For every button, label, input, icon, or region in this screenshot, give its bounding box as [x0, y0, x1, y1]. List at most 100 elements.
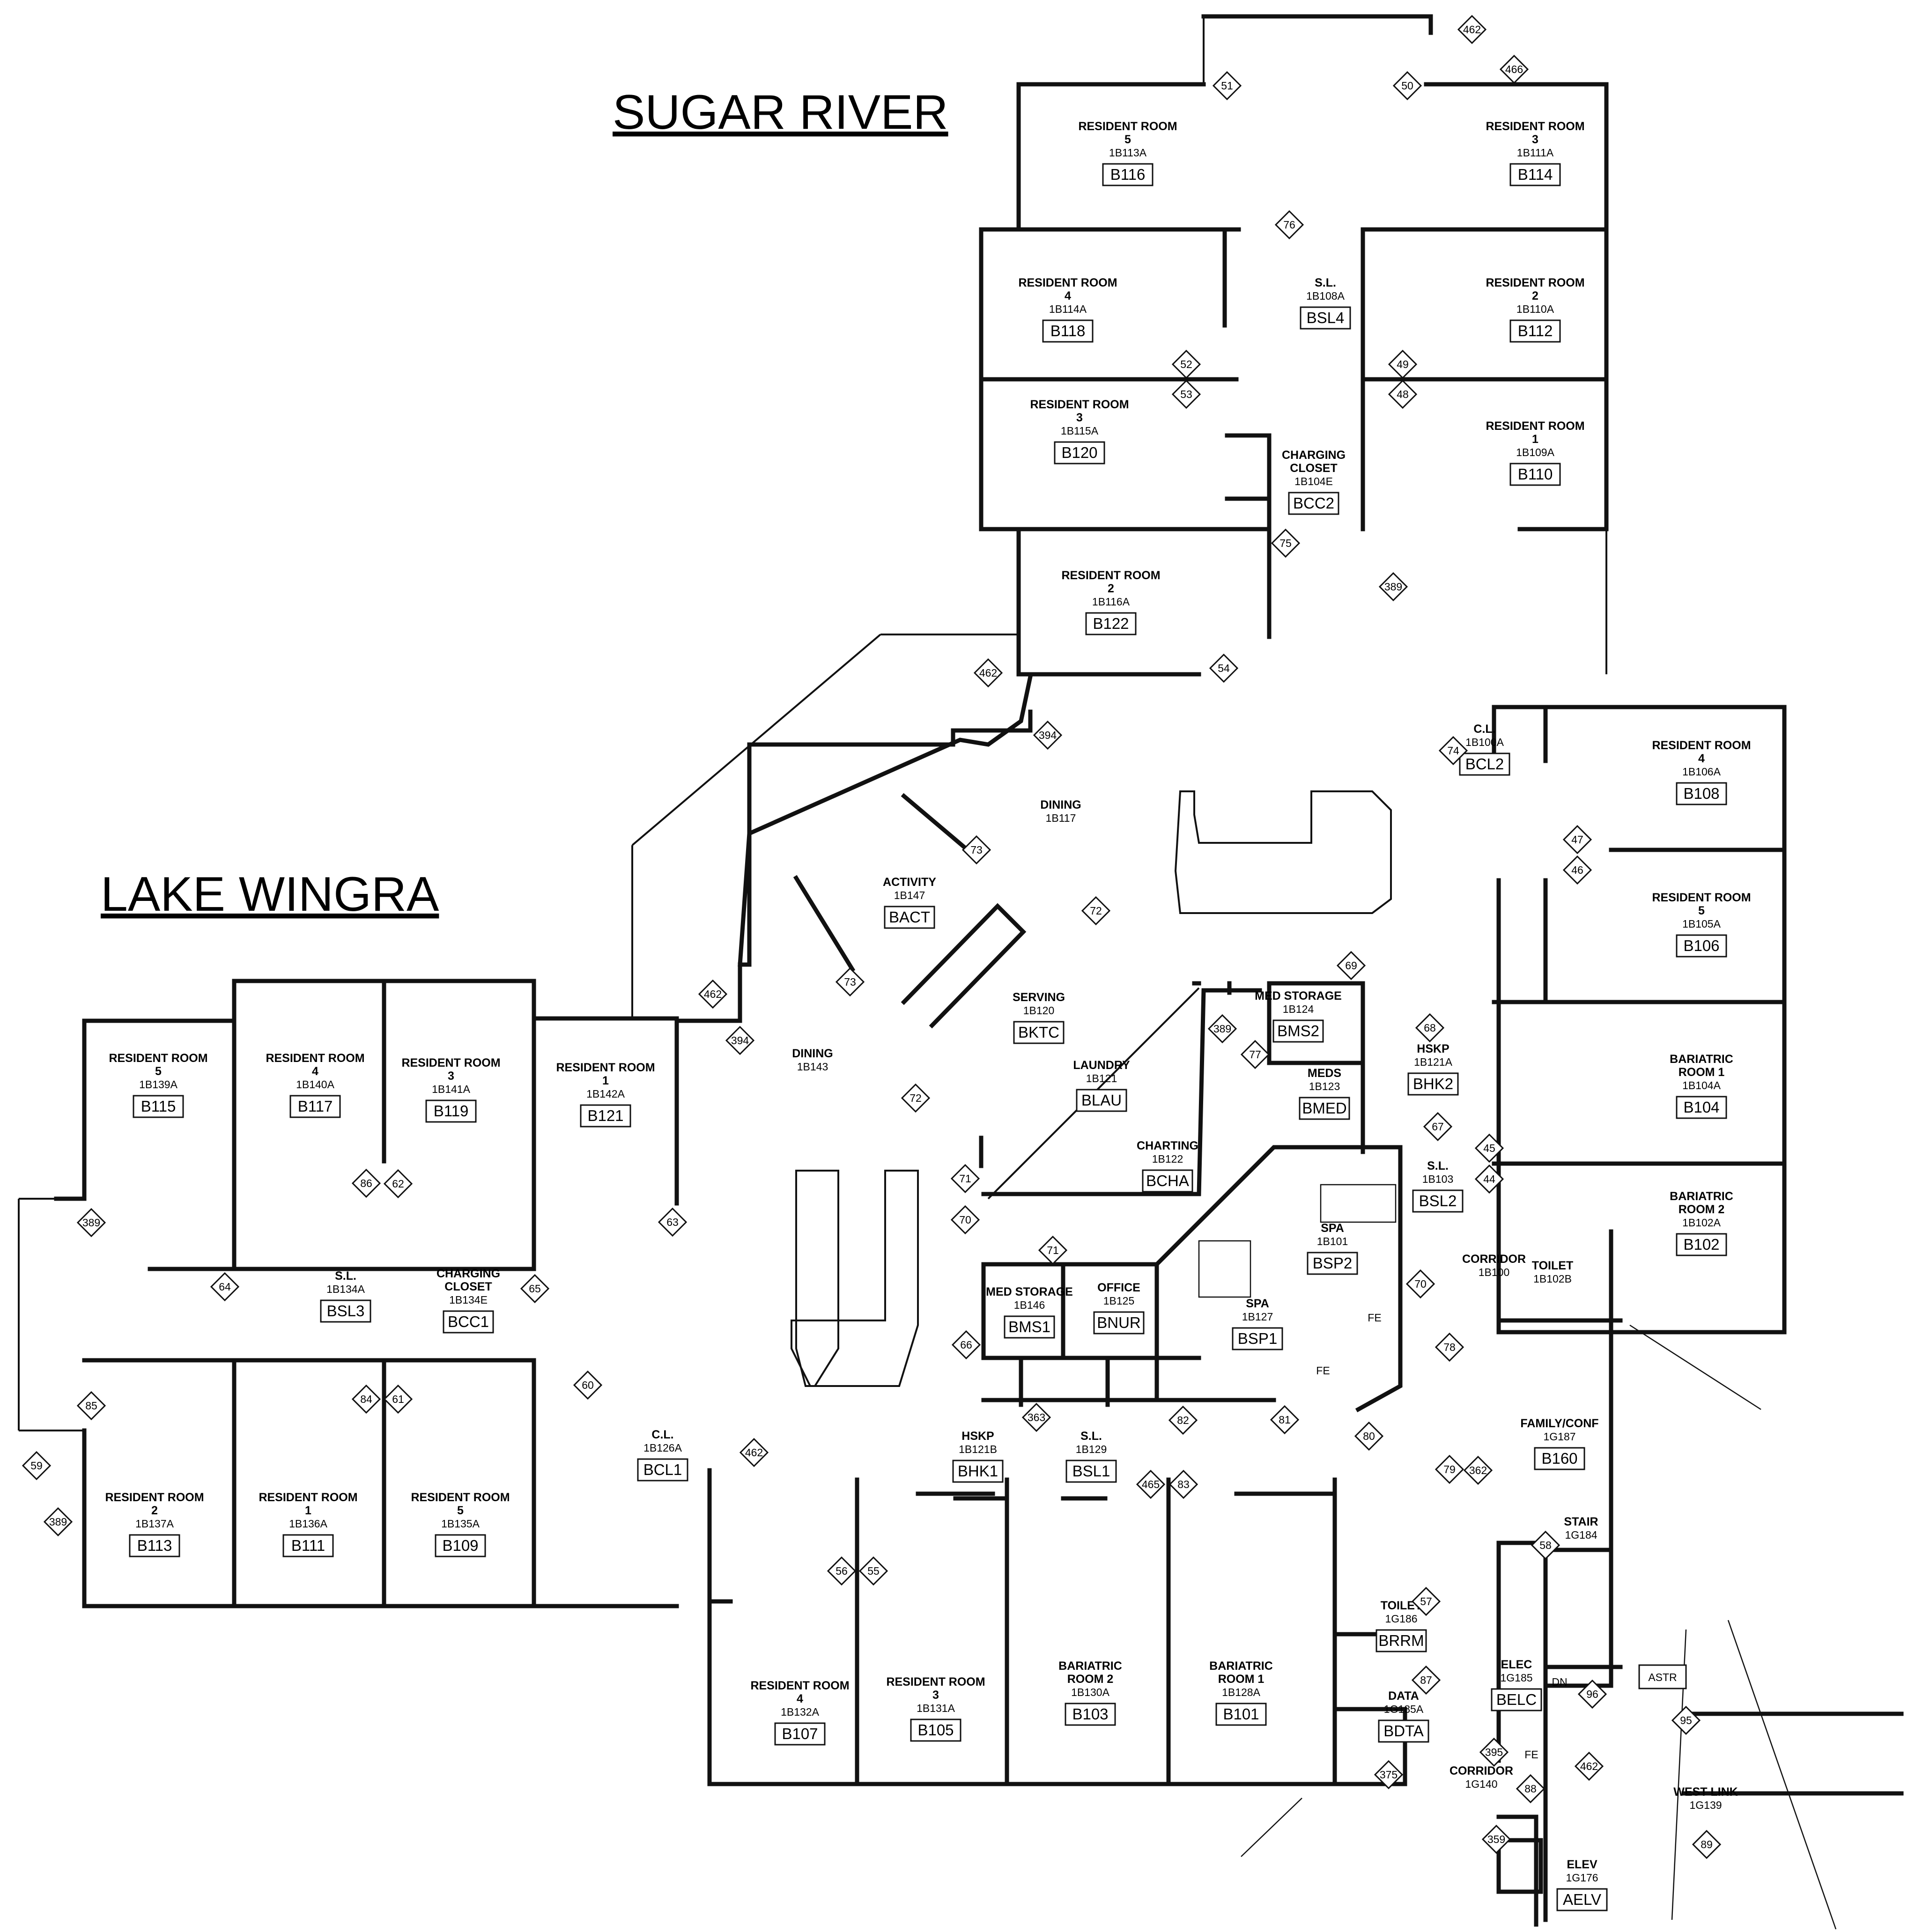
room-tag-box	[884, 906, 935, 929]
room-tag: B111	[291, 1537, 325, 1554]
door-marker: 46	[1562, 855, 1592, 885]
room-code: 1B141A	[432, 1083, 471, 1095]
room-number: 2	[1108, 582, 1114, 595]
room-code: 1G185A	[1384, 1703, 1424, 1715]
room-name: C.L.	[1473, 723, 1495, 736]
door-marker-number: 375	[1380, 1769, 1398, 1781]
door-marker: 72	[1081, 896, 1111, 926]
room-tag-box	[435, 1534, 486, 1557]
room-name: RESIDENT ROOM	[1486, 120, 1584, 133]
room-name: BARIATRIC	[1670, 1190, 1733, 1203]
room-number: 5	[457, 1504, 464, 1517]
door-marker: 462	[698, 979, 728, 1009]
door-marker-number: 71	[959, 1172, 971, 1185]
door-marker-number: 395	[1485, 1746, 1503, 1758]
room-code: 1B104E	[1294, 475, 1333, 487]
room-code: 1B125	[1103, 1295, 1135, 1307]
room-name: S.L.	[335, 1269, 356, 1283]
room-name: SPA	[1321, 1222, 1344, 1235]
door-marker: 74	[1438, 736, 1468, 766]
room-tag: BSL1	[1072, 1462, 1110, 1480]
room-code: 1B123	[1309, 1080, 1340, 1092]
door-marker: 389	[76, 1208, 106, 1238]
room-code: 1B136A	[289, 1518, 328, 1530]
room-tag: BSP2	[1313, 1254, 1352, 1272]
room-tag-box	[1412, 1189, 1464, 1213]
room-tag: B118	[1050, 322, 1086, 339]
door-marker: 60	[573, 1370, 603, 1400]
room-tag: B101	[1223, 1705, 1259, 1723]
room-tag: B107	[782, 1725, 818, 1742]
room-tag-box	[1676, 1096, 1727, 1119]
door-marker: 462	[739, 1438, 769, 1467]
room-number: ROOM 1	[1679, 1066, 1725, 1079]
room-tag: B117	[298, 1098, 333, 1115]
room-tag-box	[282, 1534, 334, 1557]
room-tag-box	[1042, 319, 1094, 343]
room-code: 1B113A	[1109, 147, 1147, 159]
room-name: S.L.	[1427, 1159, 1449, 1172]
room-number: 1	[1532, 433, 1538, 446]
room-name: DINING	[1040, 798, 1081, 811]
room-tag: B112	[1518, 322, 1553, 339]
door-marker-number: 466	[1505, 63, 1523, 75]
furniture	[791, 790, 1397, 1387]
room-tag: B122	[1093, 615, 1129, 632]
door-marker: 96	[1577, 1679, 1607, 1709]
room-name: CHARGING	[436, 1267, 500, 1280]
door-marker: 47	[1562, 825, 1592, 855]
room-code: 1B134A	[326, 1283, 365, 1295]
room-tag: BMS1	[1008, 1318, 1050, 1335]
door-marker: 465	[1136, 1469, 1166, 1499]
room-tag-box	[637, 1458, 688, 1482]
room-tag-box	[1459, 752, 1510, 776]
room-number: 2	[151, 1504, 158, 1517]
room-number: 3	[1532, 133, 1538, 146]
room-tag: AELV	[1563, 1891, 1601, 1908]
room-tag: B113	[137, 1537, 172, 1554]
room-name: RESIDENT ROOM	[1652, 739, 1751, 752]
door-marker: 50	[1392, 71, 1422, 101]
room-code: 1B128A	[1222, 1686, 1261, 1698]
room-tag-box	[1093, 1311, 1145, 1335]
room-tag: BCL2	[1465, 755, 1504, 773]
room-name: BARIATRIC	[1670, 1053, 1733, 1066]
room-tag-box	[580, 1104, 631, 1128]
door-marker: 362	[1463, 1455, 1493, 1485]
room-code: 1G176	[1566, 1872, 1598, 1884]
room-tag-box	[129, 1534, 180, 1557]
room-name: HSKP	[961, 1430, 994, 1443]
door-marker-number: 83	[1177, 1478, 1190, 1490]
door-marker: 57	[1411, 1586, 1441, 1616]
door-marker-number: 96	[1586, 1688, 1598, 1700]
room-name: RESIDENT ROOM	[411, 1491, 510, 1504]
door-marker: 73	[961, 835, 991, 865]
room-tag-box	[1509, 319, 1561, 343]
room-code: 1B134E	[449, 1294, 488, 1306]
room-name: MEDS	[1308, 1067, 1341, 1080]
room-name: RESIDENT ROOM	[401, 1056, 500, 1069]
room-tag: B121	[587, 1107, 623, 1124]
room-tag: BSL2	[1419, 1192, 1457, 1209]
room-tag: B110	[1518, 465, 1553, 483]
door-marker: 68	[1415, 1013, 1445, 1043]
room-number: 1	[305, 1504, 311, 1517]
room-tag: BMED	[1302, 1099, 1346, 1117]
door-marker: 79	[1435, 1454, 1464, 1484]
room-tag-box	[133, 1095, 184, 1118]
door-marker: 70	[1405, 1269, 1435, 1299]
